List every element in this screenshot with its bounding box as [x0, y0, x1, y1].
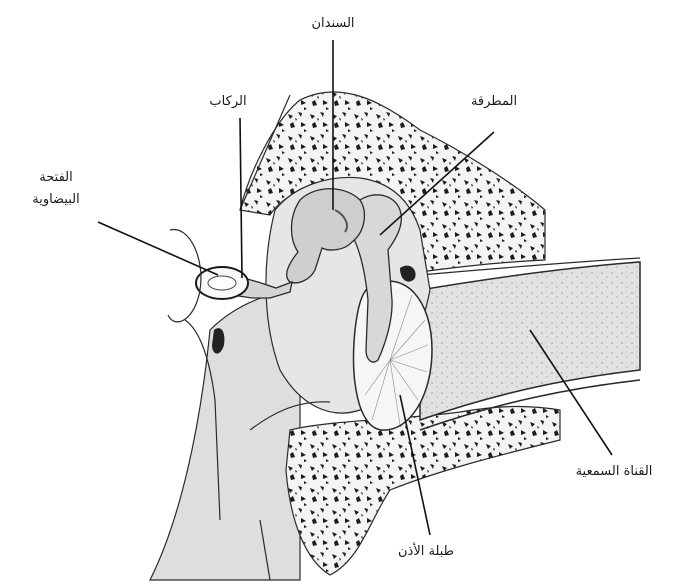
- oval-window-leader: [98, 222, 218, 275]
- stapes-label: الركاب: [209, 94, 246, 110]
- incus-label: السندان: [311, 16, 354, 32]
- ear-canal-shape: [420, 262, 640, 420]
- ear-canal-label: القناة السمعية: [576, 464, 653, 480]
- eardrum-label: طبلة الأذن: [398, 544, 454, 560]
- oval-window-label-line1: الفتحة: [39, 170, 72, 186]
- oval-window-label-line2: البيضاوية: [32, 192, 80, 208]
- stapes-leader: [240, 118, 242, 278]
- malleus-label: المطرقة: [471, 94, 517, 110]
